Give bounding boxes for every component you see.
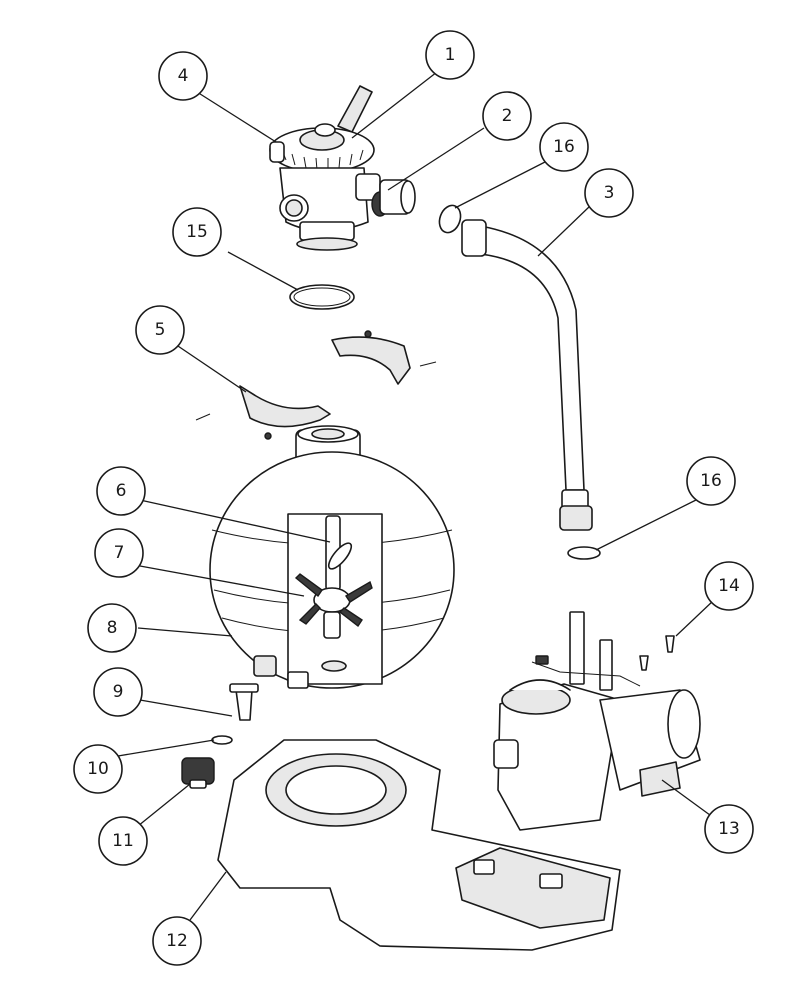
leader-lines	[117, 71, 715, 921]
callout-13: 13	[704, 804, 754, 854]
callout-10: 10	[73, 744, 123, 794]
callout-7: 7	[94, 528, 144, 578]
svg-text:12: 12	[166, 931, 188, 951]
svg-text:11: 11	[112, 831, 134, 851]
multiport-valve	[269, 85, 381, 251]
callout-16-lower: 16	[686, 456, 736, 506]
svg-text:5: 5	[155, 320, 166, 340]
drain-cap	[181, 757, 215, 789]
svg-text:2: 2	[502, 106, 513, 126]
svg-text:8: 8	[107, 618, 118, 638]
callout-3: 3	[584, 168, 634, 218]
callout-16-upper: 16	[539, 122, 589, 172]
callout-9: 9	[93, 667, 143, 717]
drain-fitting	[253, 655, 277, 677]
drain-plug-stem	[229, 683, 259, 721]
callout-8: 8	[87, 603, 137, 653]
svg-text:7: 7	[114, 543, 125, 563]
callout-2: 2	[482, 91, 532, 141]
svg-text:14: 14	[718, 576, 740, 596]
tank-clamp	[195, 330, 437, 440]
tank-o-ring	[289, 284, 355, 310]
lateral-assembly	[294, 542, 373, 639]
svg-text:16: 16	[553, 137, 575, 157]
drain-o-ring	[211, 735, 233, 745]
svg-text:13: 13	[718, 819, 740, 839]
callout-1: 1	[425, 30, 475, 80]
callout-5: 5	[135, 305, 185, 355]
screw	[639, 635, 675, 671]
svg-text:3: 3	[604, 183, 615, 203]
callout-11: 11	[98, 816, 148, 866]
hose-o-ring-upper	[438, 204, 462, 234]
svg-text:6: 6	[116, 481, 127, 501]
pump	[493, 611, 701, 831]
svg-text:10: 10	[87, 759, 109, 779]
svg-text:15: 15	[186, 222, 208, 242]
callout-4: 4	[158, 51, 208, 101]
svg-text:16: 16	[700, 471, 722, 491]
callout-12: 12	[152, 916, 202, 966]
callout-6: 6	[96, 466, 146, 516]
connection-hose	[461, 219, 593, 531]
callout-14: 14	[704, 561, 754, 611]
hose-o-ring-lower	[567, 546, 601, 560]
valve-union-fitting	[371, 179, 416, 217]
callout-15: 15	[172, 207, 222, 257]
svg-text:4: 4	[178, 66, 189, 86]
svg-text:1: 1	[445, 45, 456, 65]
base	[217, 739, 621, 951]
svg-text:9: 9	[113, 682, 124, 702]
